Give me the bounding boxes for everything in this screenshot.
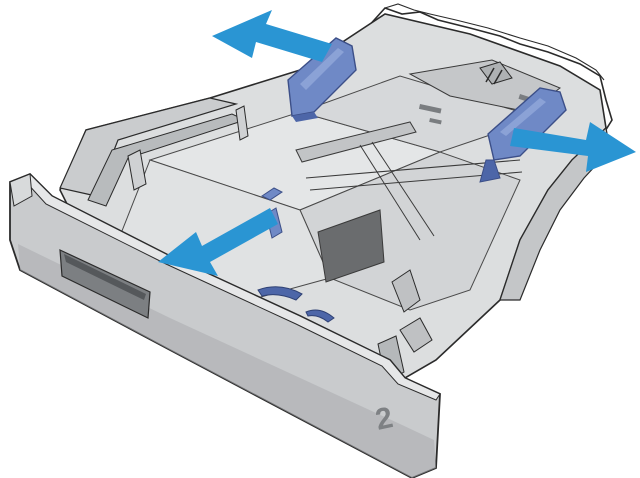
tray-back-structure — [321, 3, 613, 171]
arrow-left-icon — [158, 208, 278, 276]
arrow-right-icon — [510, 122, 636, 172]
tray-front-face — [9, 172, 441, 478]
rear-paper-guide — [287, 37, 357, 122]
tray-number-label: 2 — [373, 401, 396, 437]
side-paper-guide — [479, 87, 567, 183]
arrow-left-icon — [212, 10, 332, 62]
